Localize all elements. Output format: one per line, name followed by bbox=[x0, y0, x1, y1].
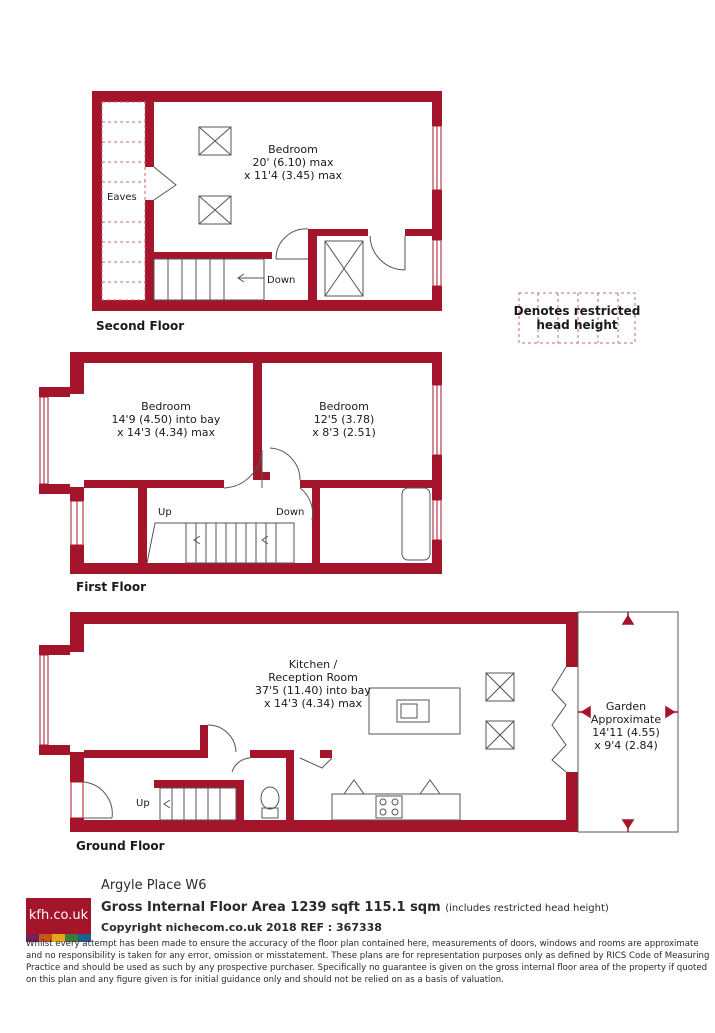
first-floor-bedroom1-dim1: 14'9 (4.50) into bay bbox=[112, 413, 221, 426]
logo-bar-3 bbox=[52, 934, 65, 942]
logo-bar-5 bbox=[78, 934, 91, 942]
first-floor-title: First Floor bbox=[76, 580, 146, 594]
first-floor-bedroom2-dim2: x 8'3 (2.51) bbox=[312, 426, 376, 439]
property-address: Argyle Place W6 bbox=[101, 878, 207, 893]
gross-internal-area: Gross Internal Floor Area 1239 sqft 115.… bbox=[101, 900, 609, 915]
ground-floor-title: Ground Floor bbox=[76, 839, 165, 853]
gia-note: (includes restricted head height) bbox=[445, 903, 609, 914]
walls bbox=[39, 91, 578, 832]
disclaimer: Whilst every attempt has been made to en… bbox=[26, 939, 710, 985]
second-floor-bedroom-dim2: x 11'4 (3.45) max bbox=[244, 169, 343, 182]
second-floor-bedroom-name: Bedroom bbox=[268, 143, 318, 156]
gia-text: Gross Internal Floor Area 1239 sqft 115.… bbox=[101, 900, 441, 915]
kitchen-dim2: x 14'3 (4.34) max bbox=[264, 697, 363, 710]
first-floor-bedroom2-dim1: 12'5 (3.78) bbox=[314, 413, 375, 426]
second-floor-title: Second Floor bbox=[96, 319, 184, 333]
ground-floor-up-label: Up bbox=[136, 798, 150, 809]
garden-name1: Garden bbox=[606, 700, 646, 713]
kfh-logo: kfh.co.uk bbox=[26, 898, 91, 942]
first-floor-down-label: Down bbox=[276, 507, 304, 518]
copyright: Copyright nichecom.co.uk 2018 REF : 3673… bbox=[101, 921, 382, 934]
legend-box bbox=[518, 292, 636, 344]
logo-bar-4 bbox=[65, 934, 78, 942]
garden-name2: Approximate bbox=[591, 713, 661, 726]
fixtures bbox=[83, 126, 679, 833]
logo-bar-2 bbox=[39, 934, 52, 942]
garden-arrows bbox=[578, 612, 678, 832]
garden-dim2: x 9'4 (2.84) bbox=[594, 739, 658, 752]
legend-line1: Denotes restricted bbox=[514, 304, 641, 318]
first-floor-up-label: Up bbox=[158, 507, 172, 518]
logo-bar-1 bbox=[26, 934, 39, 942]
kitchen-dim1: 37'5 (11.40) into bay bbox=[255, 684, 371, 697]
first-floor-bedroom1-name: Bedroom bbox=[141, 400, 191, 413]
kitchen-name2: Reception Room bbox=[268, 671, 358, 684]
second-floor-bedroom-dim1: 20' (6.10) max bbox=[252, 156, 334, 169]
first-floor-bedroom1-dim2: x 14'3 (4.34) max bbox=[117, 426, 216, 439]
kitchen-name1: Kitchen / bbox=[289, 658, 338, 671]
legend-line2: head height bbox=[536, 318, 617, 332]
window-lines bbox=[43, 126, 438, 745]
logo-text: kfh.co.uk bbox=[26, 898, 91, 934]
first-floor-bedroom2-name: Bedroom bbox=[319, 400, 369, 413]
second-floor-down-label: Down bbox=[267, 275, 295, 286]
eaves-restricted-area bbox=[101, 101, 146, 301]
garden-dim1: 14'11 (4.55) bbox=[592, 726, 660, 739]
eaves-label: Eaves bbox=[107, 192, 137, 203]
